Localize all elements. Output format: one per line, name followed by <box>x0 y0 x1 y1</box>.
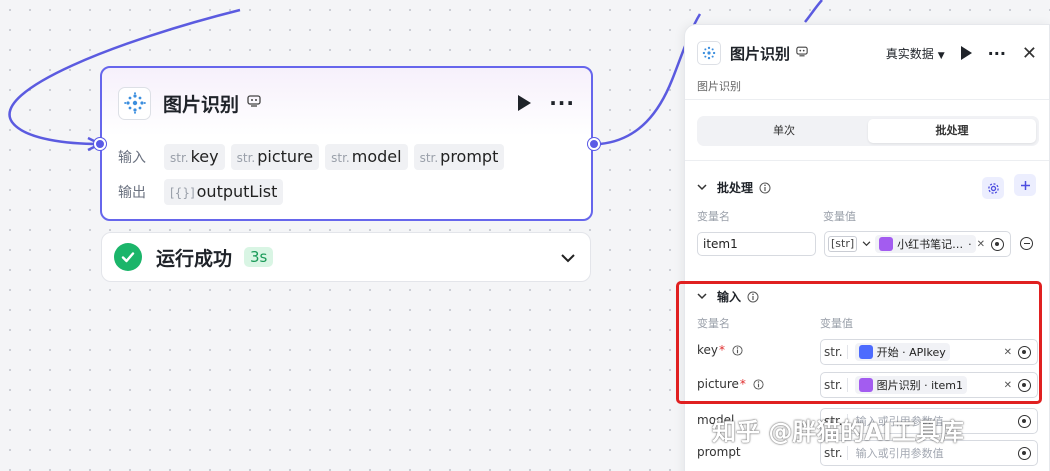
output-label: 输出 <box>118 185 146 201</box>
field-placeholder: 输入或引用参数值 <box>855 447 944 460</box>
chevron-down-icon[interactable] <box>560 248 576 267</box>
input-chip: str.key <box>164 144 225 170</box>
input-chip: str.prompt <box>413 144 505 170</box>
input-chip: str.picture <box>230 144 320 170</box>
type-tag: str. <box>824 345 848 359</box>
batch-item-value-field[interactable]: [str] 小红书笔记…· ✕ <box>824 231 1011 257</box>
clear-reference-button[interactable]: ✕ <box>1003 346 1012 358</box>
node-type-icon <box>247 95 261 111</box>
input-label: 输入 <box>118 150 146 166</box>
panel-description[interactable]: 图片识别 <box>697 80 741 93</box>
field-label-prompt: prompt <box>697 445 741 459</box>
input-section-header[interactable]: 输入 <box>697 288 759 305</box>
field-placeholder: 输入或引用参数值 <box>855 415 944 428</box>
remove-batch-item-button[interactable] <box>1020 237 1033 250</box>
field-label-picture: picture* <box>697 377 764 391</box>
run-node-button[interactable] <box>518 95 532 111</box>
batch-settings-button[interactable] <box>982 177 1004 199</box>
panel-title: 图片识别 <box>730 44 791 63</box>
model-value-field[interactable]: str. 输入或引用参数值 <box>820 408 1038 434</box>
check-circle-icon <box>114 243 142 271</box>
panel-more-button[interactable]: ··· <box>987 43 1006 63</box>
image-recognition-icon <box>123 92 146 114</box>
reference-picker-icon[interactable] <box>1018 414 1031 428</box>
clear-reference-button[interactable]: ✕ <box>976 238 985 250</box>
reference-picker-icon[interactable] <box>991 237 1004 251</box>
start-node-icon <box>858 345 873 359</box>
column-header-value: 变量值 <box>820 317 853 330</box>
column-header-value: 变量值 <box>823 210 856 223</box>
close-icon[interactable]: ✕ <box>1021 42 1037 64</box>
image-recognition-node[interactable]: 图片识别 ··· 输入 str.key str.picture str.mode… <box>100 66 593 221</box>
picture-value-field[interactable]: str. 图片识别 · item1 ✕ <box>820 372 1038 398</box>
run-status-bar[interactable]: 运行成功 3s <box>101 232 591 282</box>
batch-item-name-input[interactable]: item1 <box>697 232 816 256</box>
input-chip: str.model <box>325 144 408 170</box>
batch-section-header[interactable]: 批处理 <box>697 179 771 196</box>
status-text: 运行成功 <box>156 247 233 270</box>
tab-batch[interactable]: 批处理 <box>868 119 1036 143</box>
type-tag: [str] <box>828 236 858 252</box>
chevron-down-icon <box>862 241 871 247</box>
reference-picker-icon[interactable] <box>1018 446 1031 460</box>
watermark: 知乎 @胖猫的AI工具库 <box>712 418 964 446</box>
node-ref-icon <box>879 237 894 251</box>
divider <box>685 99 1049 100</box>
info-icon <box>747 291 759 302</box>
reference-chip: 小红书笔记…· <box>875 235 976 253</box>
info-icon <box>753 378 764 390</box>
clear-reference-button[interactable]: ✕ <box>1003 379 1012 391</box>
node-more-button[interactable]: ··· <box>549 91 575 115</box>
chevron-down-icon <box>697 184 707 191</box>
node-type-icon <box>796 46 808 60</box>
node-outputs-row: 输出 [{}]outputList <box>118 179 289 205</box>
key-value-field[interactable]: str. 开始 · APIkey ✕ <box>820 339 1038 365</box>
reference-picker-icon[interactable] <box>1018 345 1031 359</box>
node-inputs-row: 输入 str.key str.picture str.model str.pro… <box>118 144 510 170</box>
output-port[interactable] <box>588 138 600 150</box>
run-button[interactable] <box>960 46 972 60</box>
reference-chip: 开始 · APIkey <box>854 343 950 361</box>
image-recognition-icon <box>697 41 721 65</box>
data-mode-select[interactable]: 真实数据▼ <box>885 46 945 61</box>
gear-icon <box>987 182 999 194</box>
tab-single[interactable]: 单次 <box>773 124 795 137</box>
duration-badge: 3s <box>244 247 274 267</box>
field-label-model: model <box>697 413 735 427</box>
reference-chip: 图片识别 · item1 <box>854 376 967 394</box>
column-header-name: 变量名 <box>697 210 730 223</box>
info-icon <box>759 182 771 193</box>
panel-header: 图片识别 真实数据▼ ··· ✕ <box>697 39 1037 67</box>
run-mode-tabs: 单次 批处理 <box>697 116 1039 146</box>
type-tag: str. <box>824 446 848 460</box>
node-icon <box>118 86 151 120</box>
type-tag: str. <box>824 378 848 392</box>
node-header: 图片识别 ··· <box>118 86 575 120</box>
info-icon <box>732 344 743 356</box>
chevron-down-icon <box>697 293 707 300</box>
add-batch-item-button[interactable] <box>1014 174 1036 196</box>
type-tag: str. <box>824 414 848 428</box>
node-ref-icon <box>858 378 873 392</box>
column-header-name: 变量名 <box>697 317 730 330</box>
reference-picker-icon[interactable] <box>1018 378 1031 392</box>
divider <box>685 160 1049 161</box>
output-chip: [{}]outputList <box>164 179 284 205</box>
prompt-value-field[interactable]: str. 输入或引用参数值 <box>820 440 1038 466</box>
field-label-key: key* <box>697 343 743 357</box>
input-port[interactable] <box>94 138 106 150</box>
node-config-panel: 图片识别 真实数据▼ ··· ✕ 图片识别 单次 批处理 批处理 变量名 变量值… <box>684 24 1050 471</box>
node-title: 图片识别 <box>163 93 240 116</box>
plus-icon <box>1020 180 1030 190</box>
